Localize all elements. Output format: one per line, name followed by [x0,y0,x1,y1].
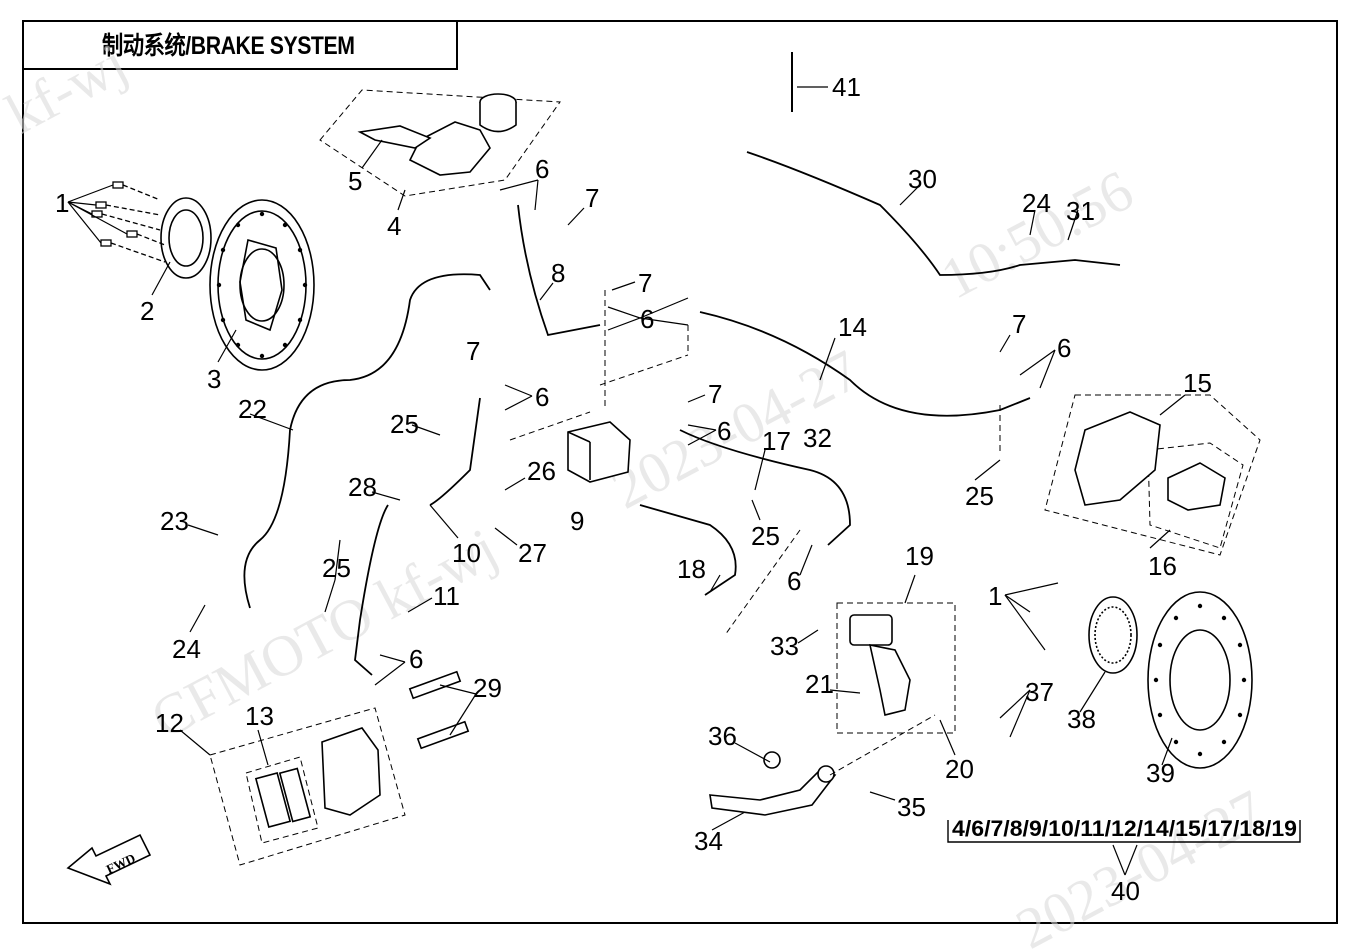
fwd-arrow: FWD [66,833,152,886]
watermark: 10:50:56 [931,157,1144,311]
callout-7: 7 [1012,309,1026,339]
callout-27: 27 [518,538,547,568]
callout-12: 12 [155,708,184,738]
callout-37: 37 [1025,677,1054,707]
callout-30: 30 [908,164,937,194]
rear-brake-disc [1088,591,1253,769]
callout-28: 28 [348,472,377,502]
callout-14: 14 [838,312,867,342]
callout-21: 21 [805,669,834,699]
callout-32: 32 [803,423,832,453]
disc-carrier [160,197,212,279]
callout-labels: 1 2 3 4 5 6 7 8 7 6 7 6 9 7 6 14 7 6 15 … [55,72,1212,906]
callout-26: 26 [527,456,556,486]
callout-7: 7 [466,336,480,366]
title-block: 制动系统/BRAKE SYSTEM [22,20,458,70]
kit-bracket [947,820,1301,843]
front-caliper-group-box [209,707,406,866]
callout-6: 6 [535,382,549,412]
callout-40: 40 [1111,876,1140,906]
callout-7: 7 [708,379,722,409]
brake-lines [243,151,1121,676]
disc-bolts [91,181,166,263]
rear-master-cylinder [849,614,911,716]
front-caliper [254,670,470,828]
callout-3: 3 [207,364,221,394]
callout-41: 41 [832,72,861,102]
callout-24: 24 [172,634,201,664]
callout-6: 6 [787,566,801,596]
master-cylinder-group-box [319,89,561,197]
callout-24: 24 [1022,188,1051,218]
callout-25: 25 [965,481,994,511]
rear-brake-pedal [709,714,936,816]
callout-6: 6 [409,644,423,674]
callout-17: 17 [762,426,791,456]
callout-23: 23 [160,506,189,536]
callout-4: 4 [387,211,401,241]
callout-11: 11 [433,581,460,611]
page-title: 制动系统/BRAKE SYSTEM [102,32,355,60]
callout-7: 7 [585,183,599,213]
callout-6: 6 [535,154,549,184]
callout-18: 18 [677,554,706,584]
callout-10: 10 [452,538,481,568]
callout-6: 6 [1057,333,1071,363]
front-brake-disc [209,199,315,371]
callout-6: 6 [717,416,731,446]
callout-7: 7 [638,268,652,298]
callout-25: 25 [390,409,419,439]
watermark: 2023-04-27 [1006,777,1275,950]
callout-33: 33 [770,631,799,661]
callout-6: 6 [640,304,654,334]
rear-disc-holes [1153,603,1247,757]
callout-34: 34 [694,826,723,856]
front-master-cylinder [357,93,517,176]
watermark: kf-wj [0,30,137,146]
callout-22: 22 [238,394,267,424]
callout-36: 36 [708,721,737,751]
callout-5: 5 [348,166,362,196]
callout-9: 9 [570,506,584,536]
rear-master-group-box [836,602,956,734]
callout-38: 38 [1067,704,1096,734]
callout-25: 25 [322,553,351,583]
front-disc-holes [216,211,308,359]
leader-lines [67,86,1186,876]
callout-13: 13 [245,701,274,731]
callout-8: 8 [551,258,565,288]
abs-module [567,421,631,483]
callout-16: 16 [1148,551,1177,581]
callout-31: 31 [1066,196,1095,226]
rear-caliper [1074,411,1226,511]
callout-20: 20 [945,754,974,784]
kit-part-list: 4/6/7/8/9/10/11/12/14/15/17/18/19 [952,816,1297,841]
callout-29: 29 [473,673,502,703]
callout-2: 2 [140,296,154,326]
callout-25: 25 [751,521,780,551]
callout-15: 15 [1183,368,1212,398]
drawing-frame [22,20,1338,924]
callout-35: 35 [897,792,926,822]
assembly-lines [509,290,1001,636]
callout-39: 39 [1146,758,1175,788]
rear-caliper-group-box [1044,394,1261,556]
callout-1: 1 [988,581,1002,611]
callout-1: 1 [55,188,69,218]
callout-19: 19 [905,541,934,571]
